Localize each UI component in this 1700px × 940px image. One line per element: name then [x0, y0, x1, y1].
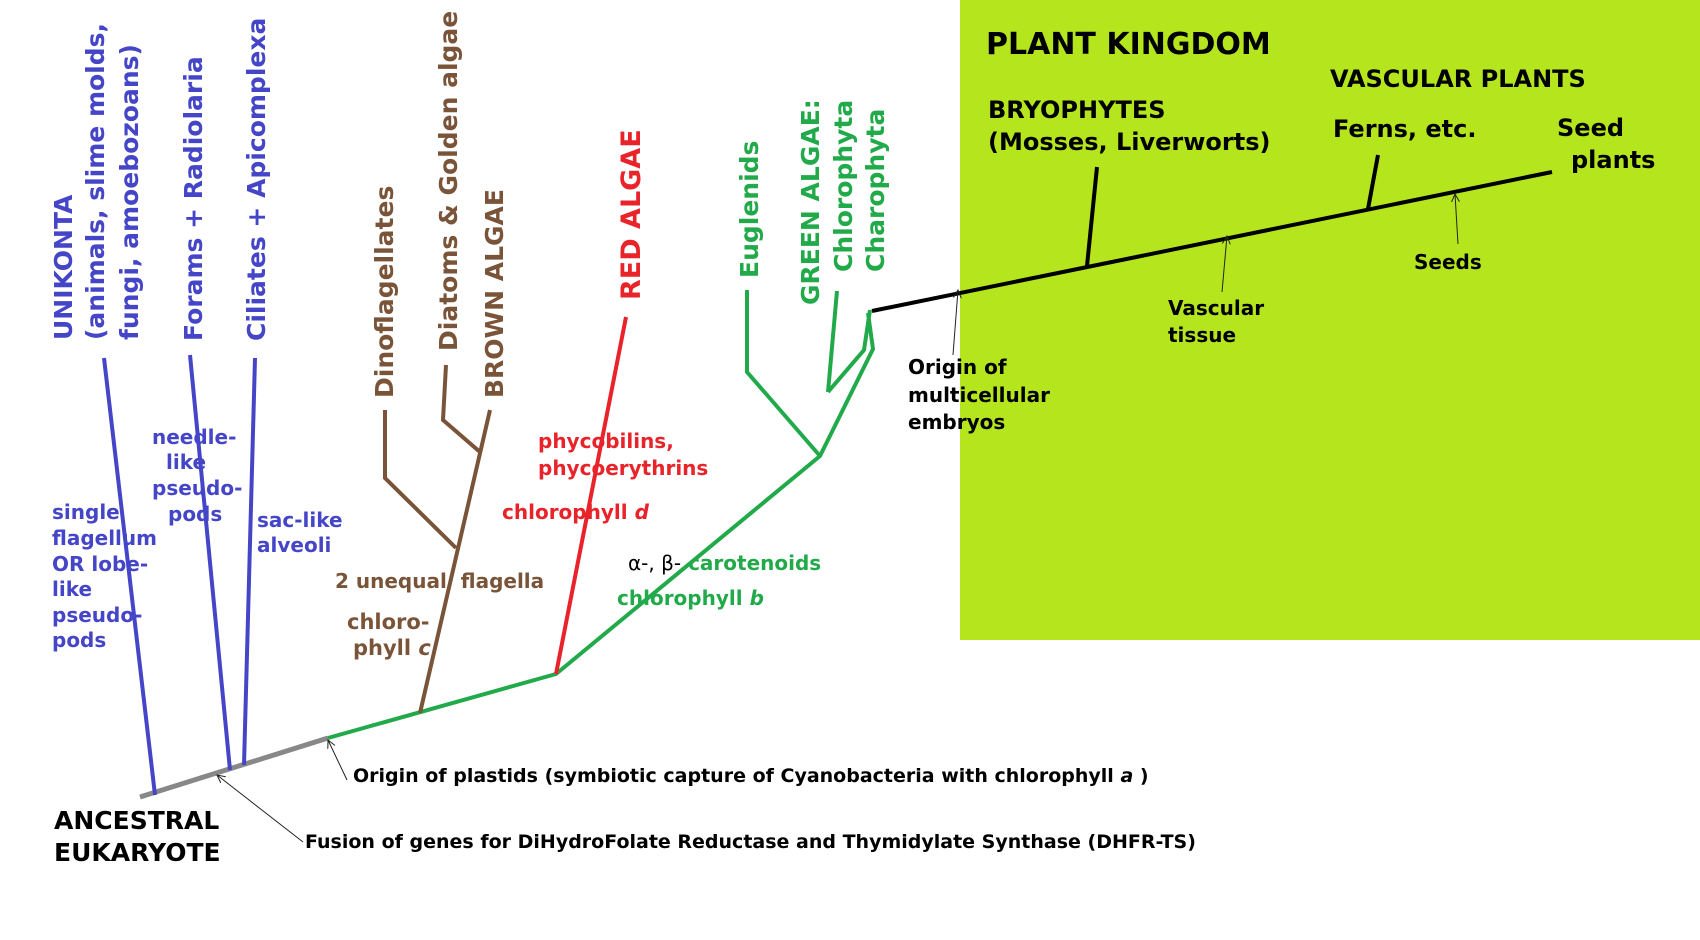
green-lineage — [327, 290, 876, 740]
unikonta-label: UNIKONTA — [49, 194, 78, 340]
svg-text:alveoli: alveoli — [257, 533, 331, 557]
ancestral-label-1: ANCESTRAL — [54, 806, 219, 835]
origin-plastids-label: Origin of plastids (symbiotic capture of… — [353, 765, 1149, 787]
charophyta-label: Charophyta — [861, 109, 890, 272]
plant-kingdom-title: PLANT KINGDOM — [986, 27, 1271, 62]
carotenoids-trait: α-, β- carotenoids — [628, 551, 821, 575]
seeds-label: Seeds — [1414, 250, 1482, 274]
svg-text:flagellum: flagellum — [52, 526, 157, 550]
chlorophyll-c-trait: chloro- phyll c — [347, 610, 431, 660]
ciliates-label: Ciliates + Apicomplexa — [242, 18, 271, 341]
chlorophyll-b-trait: chlorophyll b — [617, 586, 764, 610]
brown-algae-label: BROWN ALGAE — [480, 189, 509, 398]
red-algae-branch — [554, 316, 628, 675]
seed-plants-label-1: Seed — [1557, 114, 1624, 142]
red-algae-label: RED ALGAE — [616, 129, 647, 300]
flagella-trait: 2 unequal flagella — [335, 569, 544, 593]
svg-text:phycoerythrins: phycoerythrins — [538, 456, 708, 480]
svg-text:like: like — [166, 450, 206, 474]
svg-text:phyll c: phyll c — [353, 636, 431, 660]
stem-gray — [139, 735, 329, 800]
svg-text:pseudo-: pseudo- — [52, 603, 142, 627]
vascular-tissue-label-2: tissue — [1168, 323, 1236, 347]
vascular-plants-label: VASCULAR PLANTS — [1330, 65, 1586, 93]
chlorophyll-d-trait: chlorophyll d — [502, 500, 650, 524]
phycobilins-trait: phycobilins, phycoerythrins — [538, 429, 708, 480]
forams-traits: needle- like pseudo- pods — [152, 425, 242, 526]
plant-kingdom-region — [960, 0, 1700, 640]
svg-text:pods: pods — [52, 628, 106, 652]
plant-branches — [871, 154, 1553, 313]
svg-text:chloro-: chloro- — [347, 610, 430, 634]
origin-embryos-label-2: multicellular — [908, 383, 1050, 407]
chlorophyta-label: Chlorophyta — [829, 100, 858, 272]
unikonta-branches — [102, 354, 257, 796]
svg-text:single: single — [52, 500, 120, 524]
svg-text:sac-like: sac-like — [257, 508, 343, 532]
vascular-tissue-label-1: Vascular — [1168, 296, 1264, 320]
svg-text:pseudo-: pseudo- — [152, 476, 242, 500]
forams-label: Forams + Radiolaria — [179, 56, 208, 341]
svg-text:phycobilins,: phycobilins, — [538, 429, 674, 453]
bryophytes-sublabel: (Mosses, Liverworts) — [988, 128, 1270, 156]
diatoms-label: Diatoms & Golden algae — [434, 11, 463, 351]
dinoflagellates-label: Dinoflagellates — [370, 186, 399, 398]
svg-text:needle-: needle- — [152, 425, 236, 449]
seed-plants-label-2: plants — [1571, 146, 1655, 174]
ferns-label: Ferns, etc. — [1333, 115, 1476, 143]
svg-text:OR lobe-: OR lobe- — [52, 552, 148, 576]
ancestral-label-2: EUKARYOTE — [54, 838, 221, 867]
alveoli-traits: sac-like alveoli — [257, 508, 343, 557]
event-arrows — [217, 194, 1458, 843]
unikonta-sublabel-1: (animals, slime molds, — [81, 23, 110, 340]
bryophytes-label: BRYOPHYTES — [988, 96, 1166, 124]
origin-embryos-label-1: Origin of — [908, 355, 1007, 379]
euglenids-label: Euglenids — [735, 141, 764, 278]
svg-text:like: like — [52, 577, 92, 601]
unikonta-traits: single flagellum OR lobe- like pseudo- p… — [52, 500, 157, 652]
origin-embryos-label-3: embryos — [908, 410, 1005, 434]
svg-text:pods: pods — [168, 502, 222, 526]
chromalveolate-branches — [383, 364, 492, 714]
unikonta-sublabel-2: fungi, amoebozoans) — [115, 44, 144, 340]
dhfr-label: Fusion of genes for DiHydroFolate Reduct… — [305, 831, 1196, 853]
green-algae-label: GREEN ALGAE: — [796, 99, 825, 305]
